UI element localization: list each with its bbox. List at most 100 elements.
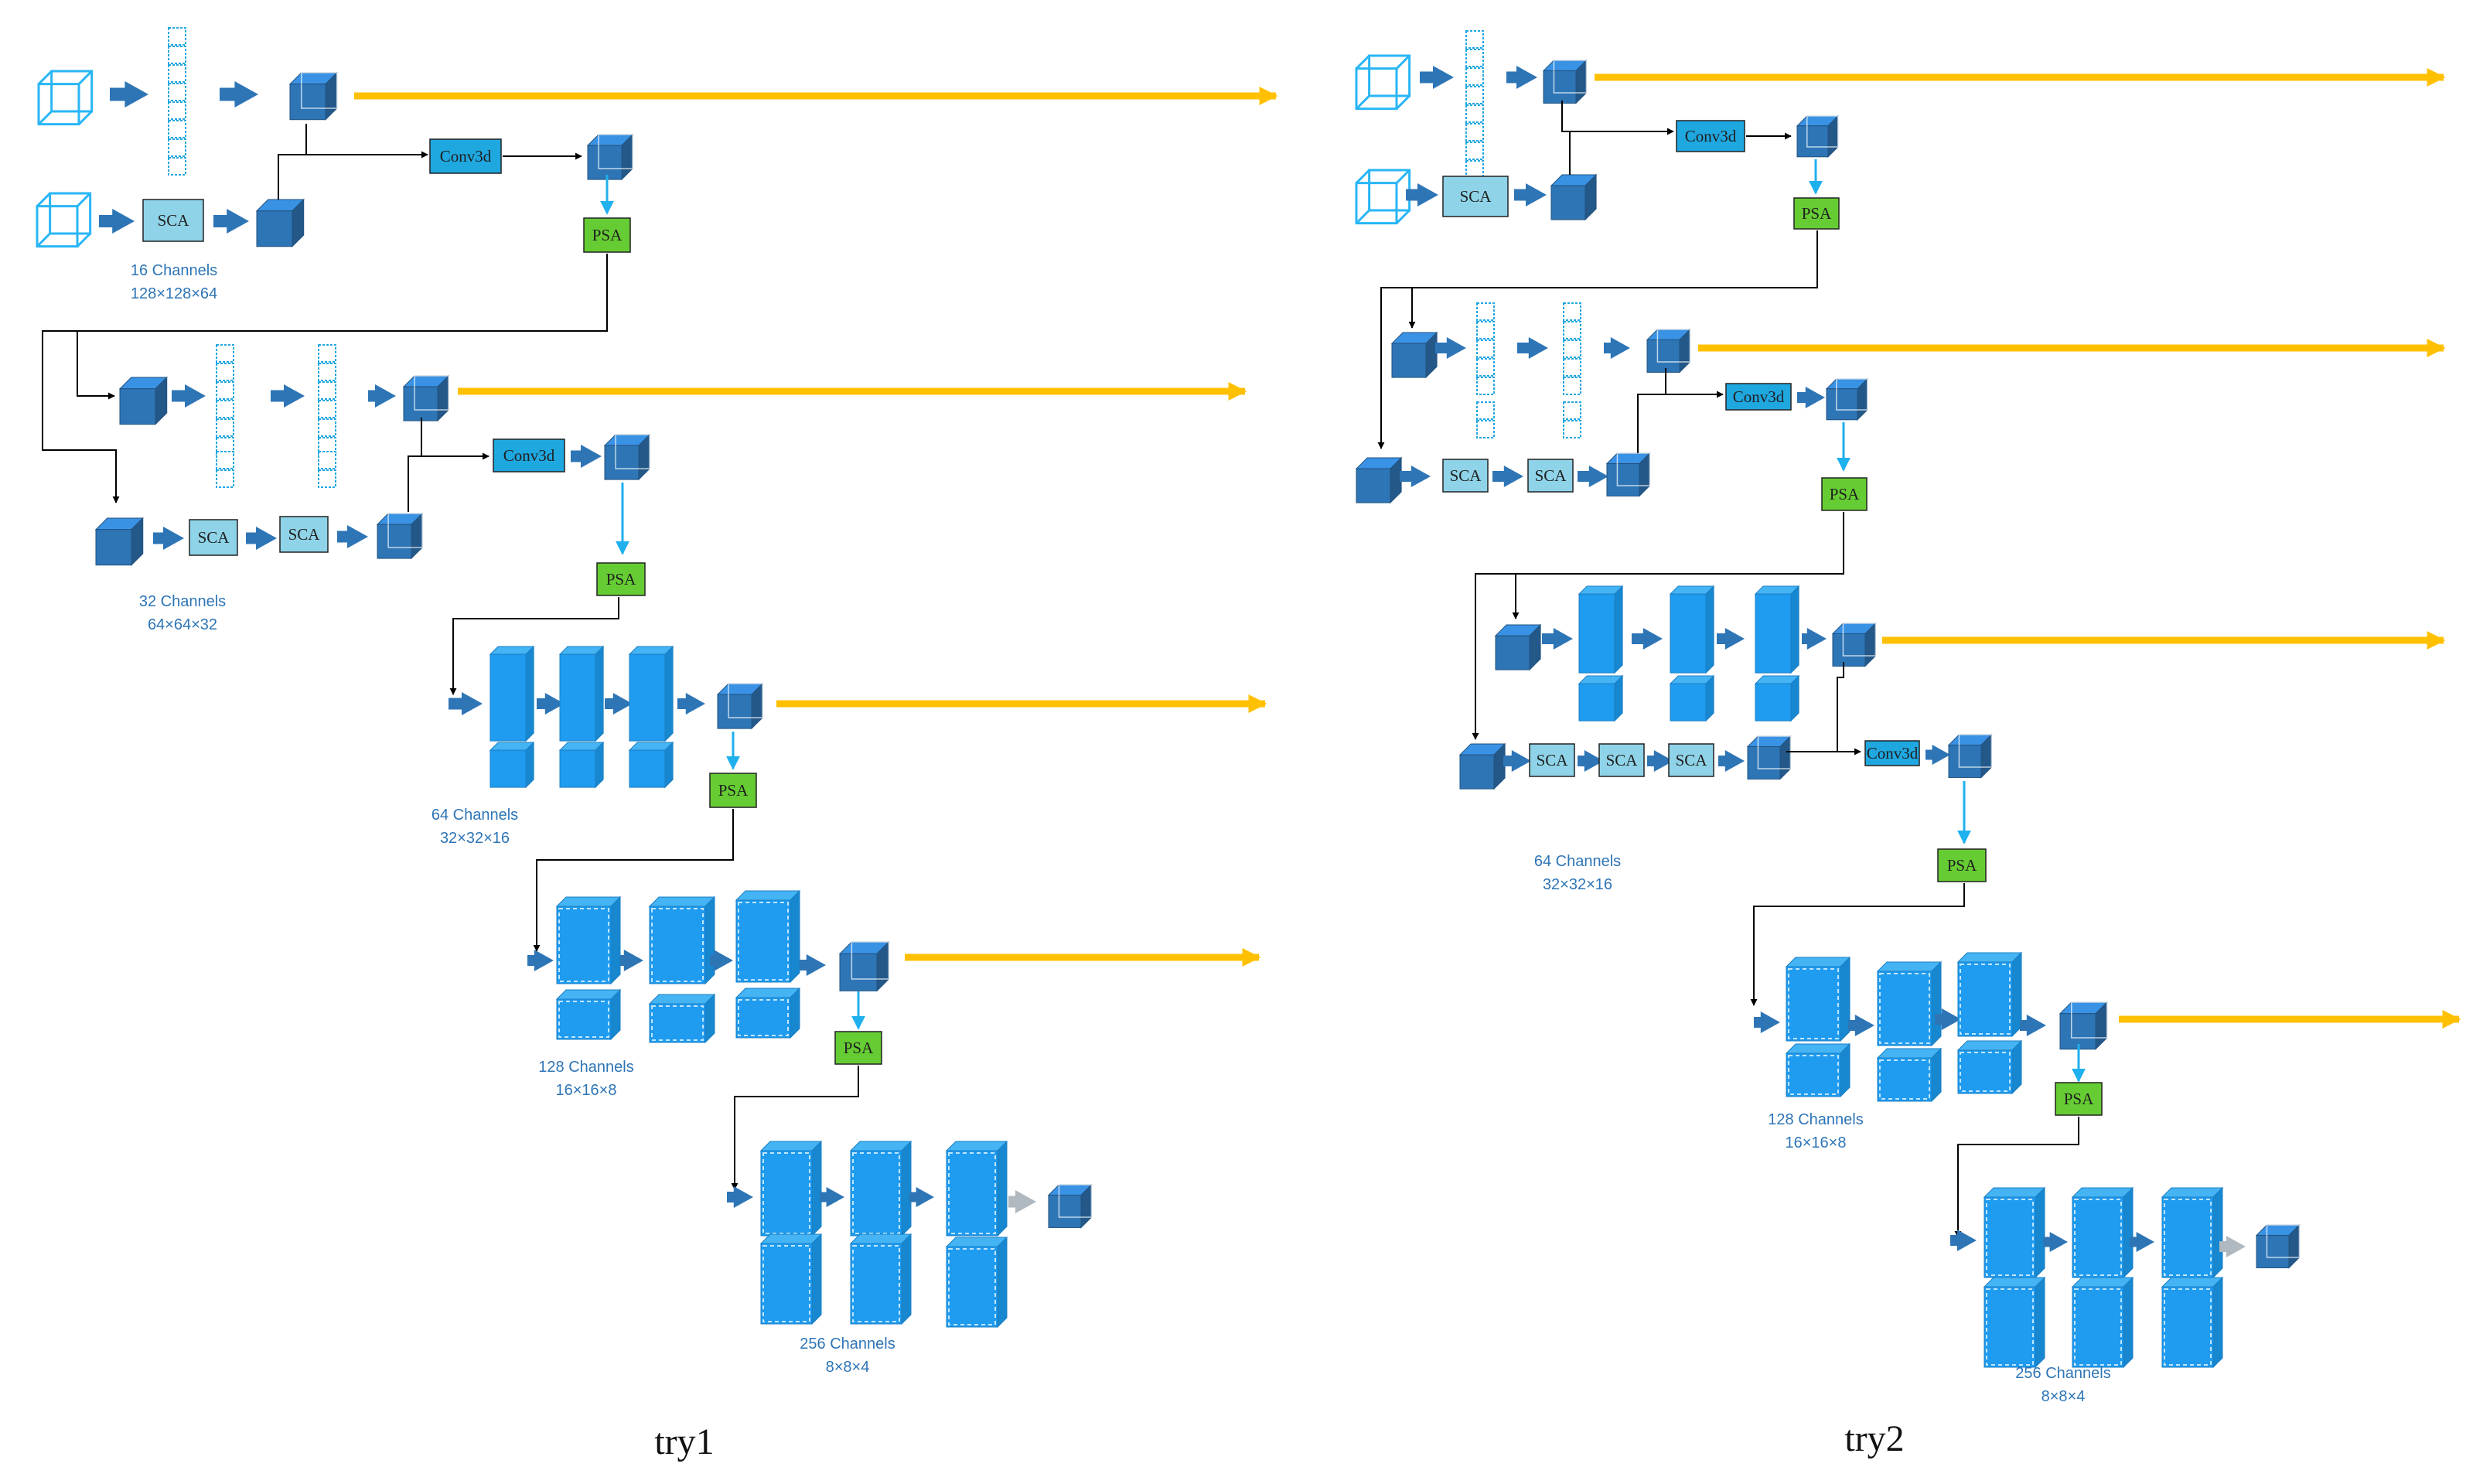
wire-front	[1355, 67, 1398, 111]
block-side	[811, 1140, 822, 1237]
block-side	[997, 1236, 1008, 1329]
feature-block	[555, 896, 622, 985]
stage-size-label: 8×8×4	[826, 1359, 870, 1376]
patch-cell	[1563, 358, 1581, 377]
block-dash	[738, 902, 789, 981]
block-dash	[852, 1152, 900, 1234]
block-top	[2161, 1277, 2224, 1288]
arrow	[1492, 466, 1523, 487]
wire-edge	[36, 192, 51, 207]
stage-channels-label: 32 Channels	[139, 593, 226, 610]
block-top	[759, 1233, 823, 1244]
wire-back	[1368, 54, 1411, 97]
feature-block	[489, 741, 535, 789]
block-top	[1956, 1040, 2023, 1051]
block-top	[2161, 1187, 2224, 1198]
cube-inner-line	[1616, 452, 1651, 486]
feature-block	[945, 1140, 1008, 1237]
block-dash	[1986, 1199, 2034, 1276]
conv3d-box: Conv3d	[493, 438, 565, 472]
block-side	[595, 645, 604, 742]
psa-box: PSA	[1937, 848, 1987, 882]
wire-edge	[76, 192, 91, 207]
cube-front	[587, 145, 623, 180]
sca-box-rect	[279, 516, 329, 553]
stage2-lower-cube	[94, 517, 144, 566]
cube-inner-line	[1058, 1184, 1093, 1218]
feature-block	[735, 987, 801, 1039]
stage2-lower-output	[376, 512, 424, 560]
psa-box: PSA	[583, 217, 631, 253]
psa-box-rect	[583, 217, 631, 253]
block-side	[1790, 585, 1799, 674]
cube-front	[1747, 745, 1781, 780]
feature-block	[628, 645, 674, 742]
patch-cell	[216, 451, 234, 469]
conv3d-box: Conv3d	[429, 138, 502, 174]
final-output-cube	[1047, 1183, 1093, 1229]
sca-box-label: SCA	[1537, 751, 1569, 769]
patch-cell	[216, 363, 234, 381]
wire-edge	[77, 110, 93, 125]
wire-edge	[37, 110, 53, 125]
feature-block	[1578, 585, 1624, 674]
block-top	[555, 989, 622, 1000]
stage-channels-label: 64 Channels	[431, 807, 518, 824]
patch-cell	[1465, 86, 1484, 104]
arrow	[1848, 1015, 1874, 1036]
patch-column	[1563, 401, 1581, 438]
stage4-output-cube	[838, 940, 890, 992]
final-output-cube	[2255, 1223, 2301, 1269]
patch-cell	[216, 400, 234, 418]
block-dash	[1986, 1288, 2034, 1366]
connector	[449, 597, 619, 695]
block-top	[735, 890, 801, 901]
conv3d-box: Conv3d	[1676, 120, 1745, 152]
feature-block	[1785, 956, 1851, 1042]
feature-block	[759, 1140, 823, 1237]
cube-front	[289, 84, 326, 121]
block-dash	[651, 1005, 704, 1041]
block-front	[1957, 961, 2013, 1037]
cube-front	[1948, 744, 1982, 778]
block-dash	[1879, 973, 1930, 1044]
block-side	[811, 1233, 822, 1325]
gray-arrow	[1008, 1190, 1036, 1213]
block-side	[2035, 1186, 2045, 1279]
wire-back	[49, 192, 92, 235]
patch-cell	[1476, 401, 1495, 420]
block-front	[760, 1150, 813, 1237]
psa-box-rect	[834, 1031, 882, 1065]
sca-box-label: SCA	[1606, 751, 1639, 769]
arrow	[727, 1186, 753, 1208]
psa-box-label: PSA	[844, 1039, 874, 1057]
sca-box-rect	[1442, 459, 1489, 493]
arrow	[820, 1187, 844, 1207]
input-wire-cube	[1355, 54, 1411, 111]
wire-edge	[76, 232, 91, 247]
patch-cell	[168, 157, 186, 176]
conv3d-box-label: Conv3d	[440, 147, 492, 165]
block-front	[735, 997, 791, 1039]
psa-box-label: PSA	[1830, 485, 1860, 503]
arrow	[1950, 1230, 1977, 1251]
feature-block	[1876, 960, 1943, 1047]
block-side	[595, 741, 604, 789]
sca-box: SCA	[142, 199, 204, 242]
feature-block	[1983, 1276, 2046, 1369]
connector	[1750, 883, 1965, 1006]
stage3-lower-cube	[1458, 742, 1506, 790]
arrow	[246, 527, 277, 550]
cube-front	[1356, 468, 1391, 503]
feature-block	[945, 1236, 1008, 1329]
arrow	[1514, 183, 1547, 206]
patch-cell	[1465, 142, 1484, 160]
block-front	[1877, 971, 1932, 1046]
patch-cell	[1563, 401, 1581, 420]
connector	[1954, 1117, 2079, 1238]
psa-box: PSA	[2055, 1082, 2103, 1116]
block-side	[2035, 1276, 2045, 1369]
cube-front	[256, 210, 293, 247]
stage2-output-cube	[402, 374, 450, 422]
arrow	[368, 384, 396, 408]
